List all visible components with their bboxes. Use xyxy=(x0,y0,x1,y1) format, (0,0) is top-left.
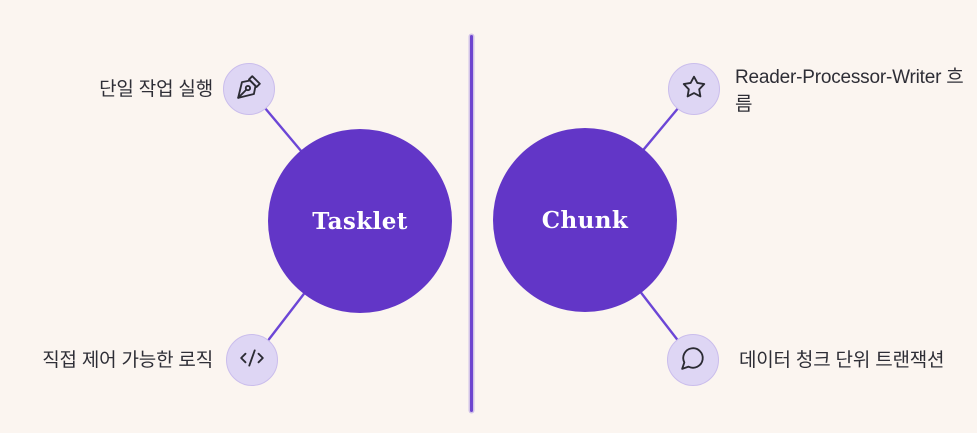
node-chunk-label: Chunk xyxy=(541,206,629,234)
callout-label-single-task: 단일 작업 실행 xyxy=(99,79,213,100)
message-bubble-icon xyxy=(680,345,706,376)
node-chunk: Chunk xyxy=(493,128,677,312)
node-tasklet: Tasklet xyxy=(268,129,452,313)
callout-circle-single-task xyxy=(223,63,275,115)
callout-label-rpw-flow: Reader-Processor-Writer 흐름 xyxy=(735,67,964,115)
callout-label-direct-logic: 직접 제어 가능한 로직 xyxy=(42,350,213,371)
callout-circle-chunk-transaction xyxy=(667,334,719,386)
callout-circle-direct-logic xyxy=(226,334,278,386)
connector-line xyxy=(267,292,306,341)
connector-line xyxy=(264,107,302,152)
callout-label-chunk-transaction: 데이터 청크 단위 트랜잭션 xyxy=(739,350,945,371)
connector-line xyxy=(642,107,679,151)
divider-line xyxy=(470,35,473,412)
node-tasklet-label: Tasklet xyxy=(312,207,408,235)
code-icon xyxy=(239,345,265,376)
callout-circle-rpw-flow xyxy=(668,63,720,115)
pen-tool-icon xyxy=(236,74,262,105)
star-icon xyxy=(681,74,707,105)
connector-line xyxy=(640,291,679,341)
